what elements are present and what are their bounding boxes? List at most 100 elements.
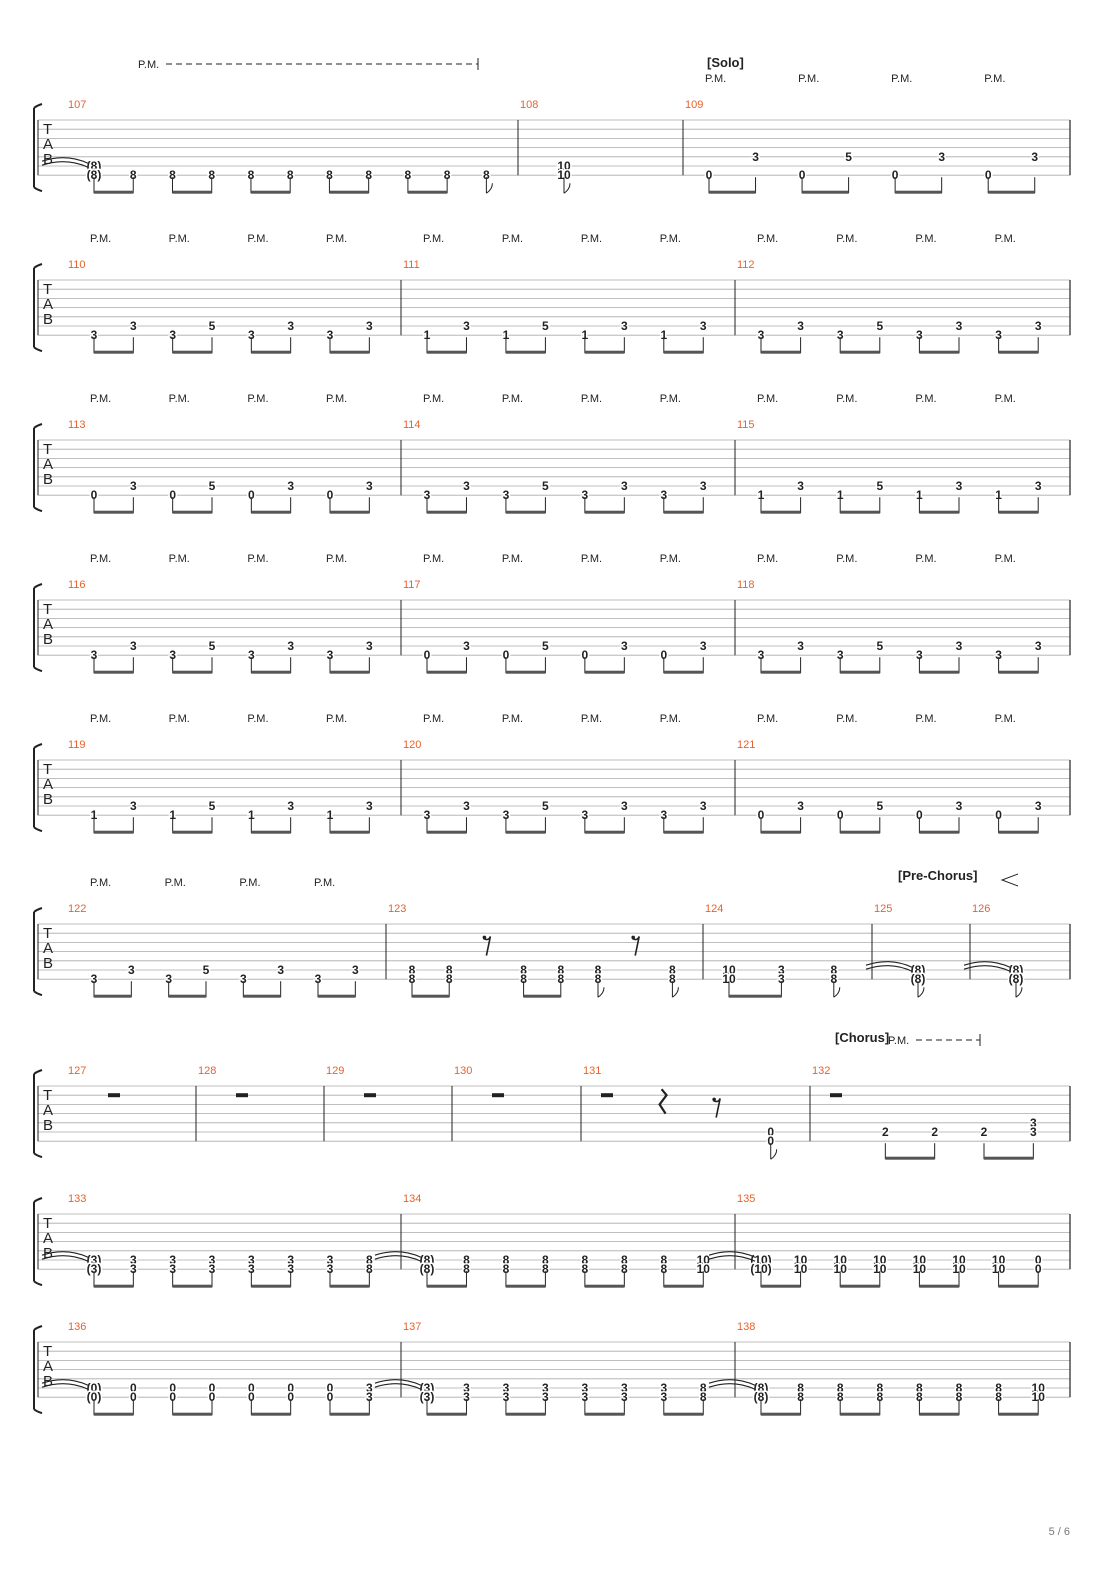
tab-note: 3 xyxy=(168,647,178,674)
system-bracket xyxy=(33,583,43,673)
fret-number: 3 xyxy=(621,639,628,653)
fret-number: 0 xyxy=(248,488,255,502)
tab-note: 3 xyxy=(796,318,806,354)
tab-note: 8 xyxy=(364,167,374,194)
tab-note: 0 xyxy=(890,167,900,194)
tab-note: 3 xyxy=(835,327,845,354)
tab-note: 3 xyxy=(698,638,708,674)
tab-note: 3 xyxy=(698,318,708,354)
measure-number: 134 xyxy=(403,1193,421,1205)
fret-number: 5 xyxy=(209,639,216,653)
beam xyxy=(761,670,801,674)
palm-mute-label: P.M. xyxy=(915,553,936,565)
measure-number: 127 xyxy=(68,1065,86,1077)
fret-number: 8 xyxy=(130,168,137,182)
tab-clef-letter: A xyxy=(43,456,53,473)
beam xyxy=(663,1284,704,1288)
measure-number: 137 xyxy=(403,1321,421,1333)
fret-number: 3 xyxy=(463,639,470,653)
beam xyxy=(329,190,369,194)
fret-number: 3 xyxy=(503,808,510,822)
crescendo-hairpin xyxy=(1000,873,1019,887)
fret-number: 3 xyxy=(621,1381,628,1395)
beam xyxy=(584,1284,625,1288)
note-flag xyxy=(917,987,925,998)
fret-number: 5 xyxy=(845,150,852,164)
fret-number: 0 xyxy=(916,808,923,822)
beam xyxy=(427,510,467,514)
tab-clef-letter: B xyxy=(43,1117,53,1134)
measure-number: 120 xyxy=(403,739,421,751)
fret-number: 3 xyxy=(542,1381,549,1395)
tab-note: 88 xyxy=(875,1380,885,1416)
tab-note: 3 xyxy=(422,807,432,834)
fret-number: 0 xyxy=(837,808,844,822)
palm-mute-label: P.M. xyxy=(423,713,444,725)
measure-number: 116 xyxy=(68,579,86,591)
fret-number: 8 xyxy=(621,1262,628,1276)
tab-note: 3 xyxy=(1033,638,1043,674)
fret-number: 8 xyxy=(660,1262,667,1276)
fret-number: 3 xyxy=(248,328,255,342)
tab-note: 3 xyxy=(128,478,138,514)
palm-mute-label: P.M. xyxy=(502,553,523,565)
palm-mute-label: P.M. xyxy=(169,393,190,405)
tab-note: 3 xyxy=(954,318,964,354)
fret-number: 3 xyxy=(463,1390,470,1404)
tab-note: 1 xyxy=(246,807,256,834)
fret-number: 0 xyxy=(1035,1253,1042,1267)
fret-number: 3 xyxy=(778,963,785,977)
tab-note: 3 xyxy=(501,807,511,834)
fret-number: 3 xyxy=(169,328,176,342)
fret-number: 3 xyxy=(916,648,923,662)
measure-number: 111 xyxy=(403,259,420,271)
measure-number: 123 xyxy=(388,903,406,915)
note-flag xyxy=(597,987,605,998)
tab-note: 88 xyxy=(364,1252,374,1288)
system-bracket xyxy=(33,1069,43,1159)
beam xyxy=(919,830,959,834)
tab-note: 3 xyxy=(313,971,323,998)
beam xyxy=(919,1284,959,1288)
beam xyxy=(427,1412,467,1416)
eighth-rest xyxy=(712,1098,721,1118)
beam xyxy=(761,1284,801,1288)
tab-note: 88 xyxy=(698,1380,708,1416)
tab-note: 8 xyxy=(128,167,138,194)
palm-mute-label: P.M. xyxy=(326,713,347,725)
fret-number: 10 xyxy=(557,168,571,182)
fret-number: 0 xyxy=(287,1381,294,1395)
fret-number: 8 xyxy=(409,963,416,977)
palm-mute-label: P.M. xyxy=(660,233,681,245)
tab-note: 3 xyxy=(835,647,845,674)
measure-number: 113 xyxy=(68,419,86,431)
fret-number: 2 xyxy=(882,1125,889,1139)
fret-number: 8 xyxy=(444,168,451,182)
fret-number: 0 xyxy=(327,1390,334,1404)
tab-note: 1 xyxy=(835,487,845,514)
tab-note: 1 xyxy=(994,487,1004,514)
fret-number: 3 xyxy=(503,1390,510,1404)
note-flag xyxy=(770,1149,778,1160)
fret-number: 0 xyxy=(209,1390,216,1404)
palm-mute-label: P.M. xyxy=(660,553,681,565)
tab-note: 3 xyxy=(619,318,629,354)
fret-number: 0 xyxy=(995,808,1002,822)
measure-number: 133 xyxy=(68,1193,86,1205)
fret-number: 10 xyxy=(992,1262,1006,1276)
beam xyxy=(172,670,212,674)
fret-number: 10 xyxy=(1032,1381,1046,1395)
tab-note: 0 xyxy=(983,167,993,194)
tab-note: 5 xyxy=(207,318,217,354)
measure-number: 130 xyxy=(454,1065,472,1077)
fret-number: (8) xyxy=(911,963,926,977)
fret-number: 8 xyxy=(208,168,215,182)
palm-mute-label: P.M. xyxy=(165,877,186,889)
fret-number: 3 xyxy=(424,488,431,502)
measure-number: 112 xyxy=(737,259,755,271)
tab-note: 0 xyxy=(89,487,99,514)
fret-number: 3 xyxy=(758,328,765,342)
